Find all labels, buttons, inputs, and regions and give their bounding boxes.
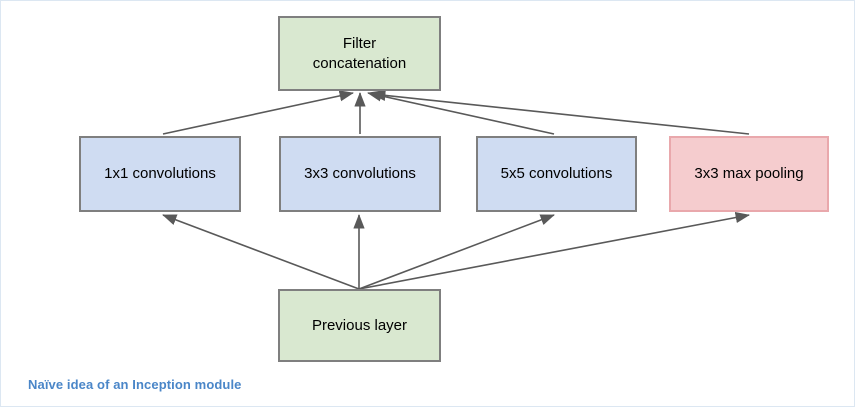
node-conv-1x1[interactable]: 1x1 convolutions — [79, 136, 241, 212]
node-conv-5x5[interactable]: 5x5 convolutions — [476, 136, 637, 212]
node-conv-5x5-label: 5x5 convolutions — [500, 165, 613, 183]
node-max-pool-3x3-label: 3x3 max pooling — [694, 165, 804, 183]
diagram-caption: Naïve idea of an Inception module — [28, 377, 242, 392]
node-max-pool-3x3[interactable]: 3x3 max pooling — [669, 136, 829, 212]
node-previous-layer[interactable]: Previous layer — [278, 289, 441, 362]
edge-prev-to-5x5 — [358, 214, 555, 290]
edge-prev-to-max-pool — [358, 212, 750, 290]
node-filter-concatenation-label: Filter concatenation — [313, 34, 406, 72]
node-conv-3x3-label: 3x3 convolutions — [304, 165, 416, 183]
node-label-line-2: concatenation — [312, 54, 407, 72]
edge-max-pool-to-concat — [371, 89, 750, 135]
node-previous-layer-label: Previous layer — [311, 316, 408, 334]
edge-1x1-to-concat — [162, 90, 354, 135]
edge-prev-to-1x1 — [162, 214, 360, 290]
node-conv-1x1-label: 1x1 convolutions — [104, 165, 216, 183]
edge-5x5-to-concat — [367, 90, 555, 135]
node-label-line-1: Filter — [342, 35, 377, 53]
node-filter-concatenation[interactable]: Filter concatenation — [278, 16, 441, 91]
node-conv-3x3[interactable]: 3x3 convolutions — [279, 136, 441, 212]
